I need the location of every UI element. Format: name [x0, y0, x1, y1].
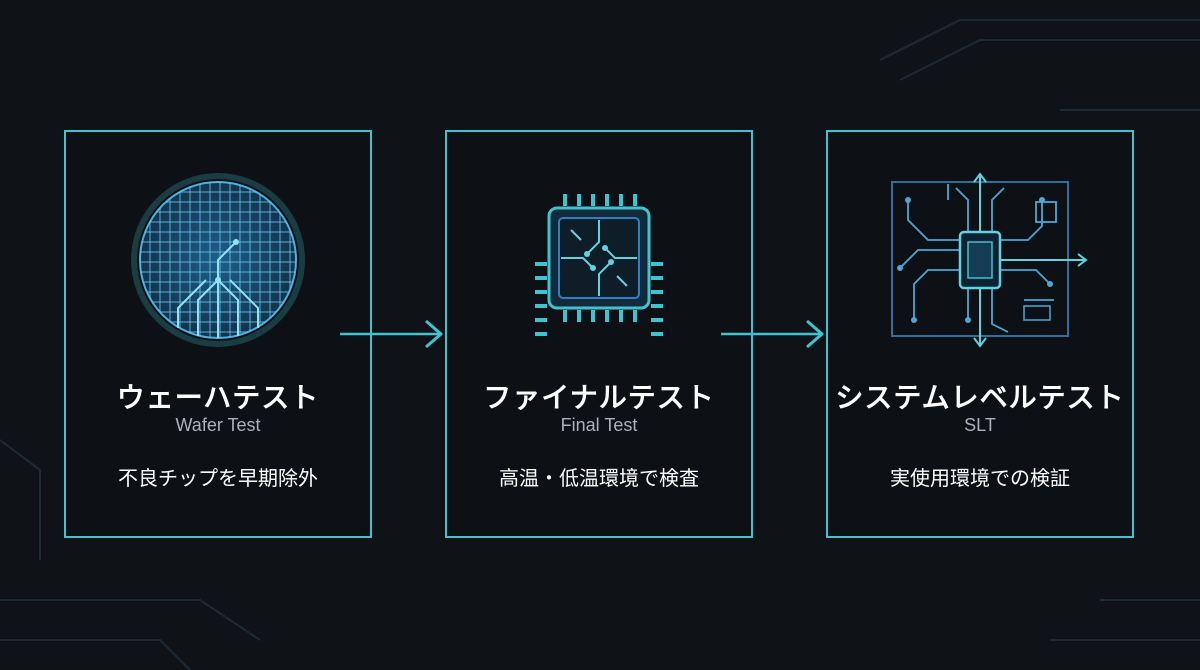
stage-card-wafer-test: ウェーハテスト Wafer Test 不良チップを早期除外	[64, 130, 372, 538]
circuit-board-icon	[891, 172, 1088, 348]
stage-card-final-test: ファイナルテスト Final Test 高温・低温環境で検査	[445, 130, 753, 538]
wafer-icon	[131, 173, 305, 347]
arrow-right-icon	[721, 319, 824, 349]
arrow-right-icon	[340, 319, 443, 349]
stage-subtitle: SLT	[964, 415, 996, 435]
stage-subtitle: Final Test	[560, 415, 638, 435]
stage-description: 実使用環境での検証	[890, 466, 1070, 490]
stage-description: 高温・低温環境で検査	[499, 466, 699, 490]
stage-title: システムレベルテスト	[835, 381, 1125, 414]
chip-icon	[535, 194, 663, 336]
stage-description: 不良チップを早期除外	[118, 466, 318, 490]
stage-title: ウェーハテスト	[116, 381, 320, 414]
stage-subtitle: Wafer Test	[175, 415, 261, 435]
stage-title: ファイナルテスト	[483, 381, 715, 414]
stage-card-system-level-test: システムレベルテスト SLT 実使用環境での検証	[826, 130, 1134, 538]
